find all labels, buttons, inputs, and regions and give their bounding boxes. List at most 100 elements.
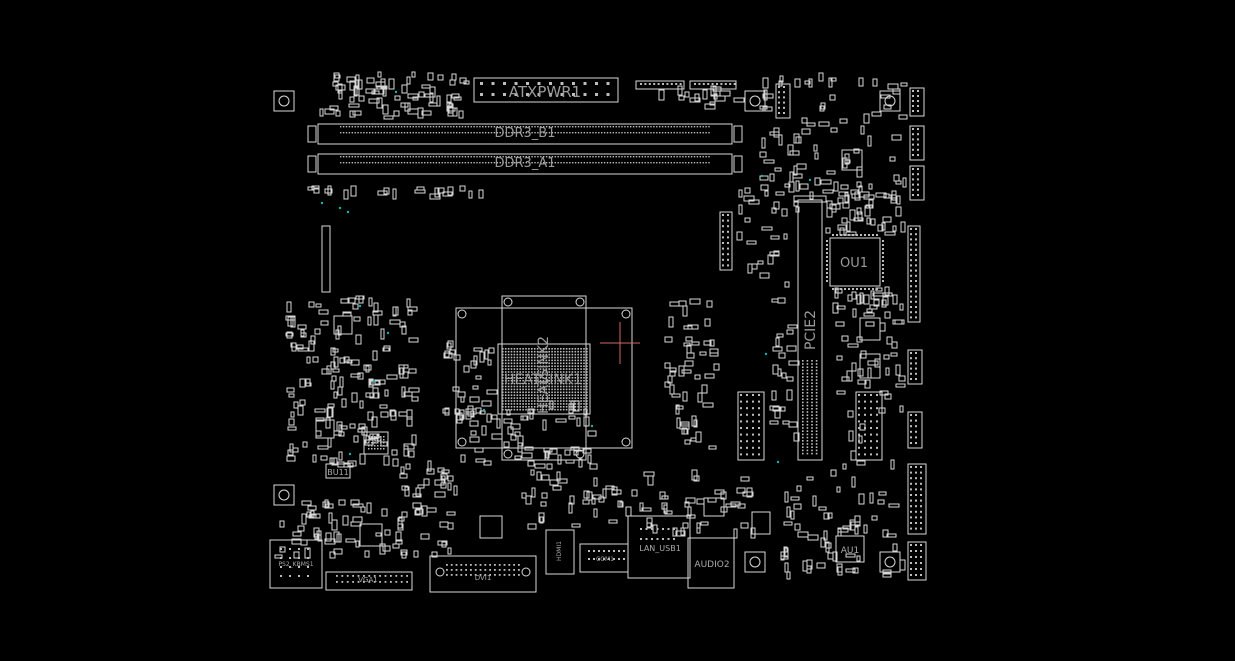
dimm-pin [528, 156, 530, 158]
bga-ball [519, 403, 521, 405]
connector-pin [623, 550, 625, 552]
atx-pin [583, 82, 587, 85]
header-pin [915, 238, 917, 241]
dimm-pin [502, 156, 504, 158]
smd-component [795, 206, 800, 213]
smd-component [689, 298, 701, 305]
connector-pin [618, 558, 620, 560]
chip-pin [758, 433, 760, 436]
header-pin [920, 544, 922, 546]
header-pin [657, 83, 660, 85]
bga-ball [557, 382, 559, 385]
chip-pin [864, 440, 866, 443]
vga-label: VGA1 [358, 576, 377, 584]
bga-ball [542, 365, 545, 367]
dimm-pin [453, 126, 455, 128]
bga-ball [380, 442, 382, 444]
bga-ball [551, 382, 553, 385]
dimm-pin [351, 156, 353, 158]
dimm-pin [540, 156, 542, 158]
chip-pin [882, 272, 884, 274]
bga-ball [513, 368, 516, 370]
dimm-pin [635, 162, 638, 164]
smd-component [496, 418, 501, 429]
smd-component [592, 494, 602, 500]
smd-component [411, 396, 419, 402]
dimm-pin [380, 126, 382, 128]
smd-component [769, 131, 780, 136]
bga-ball [533, 408, 536, 411]
smd-component [837, 566, 843, 576]
bga-ball [583, 388, 585, 391]
dimm-pin [366, 132, 368, 134]
bga-ball [586, 374, 588, 376]
chip-pin [844, 234, 846, 236]
bga-ball [504, 374, 507, 376]
connector-pin [373, 581, 376, 583]
smd-component [486, 413, 492, 423]
bga-ball [507, 377, 510, 379]
bga-ball [525, 371, 527, 373]
smd-component [418, 91, 425, 98]
bga-ball [565, 408, 568, 411]
connector-pin [608, 550, 610, 552]
smd-component [314, 328, 321, 335]
bga-ball [516, 408, 519, 411]
bga-ball [542, 350, 545, 353]
connector-pin [613, 550, 615, 552]
bga-ball [528, 362, 530, 365]
dimm-pin [395, 126, 397, 128]
bga-ball [560, 374, 562, 376]
bga-ball [542, 382, 545, 385]
chip-pin [858, 446, 860, 449]
smd-component [470, 410, 475, 418]
smd-component [427, 460, 432, 472]
bga-ball [519, 406, 521, 408]
bga-ball [519, 377, 521, 379]
bga-ball [577, 356, 579, 359]
header-pin [915, 488, 917, 491]
bga-ball [542, 362, 545, 365]
smd-component [401, 84, 408, 94]
right-header [907, 225, 921, 323]
header-pin [917, 90, 919, 92]
dimm-latch [307, 155, 317, 173]
smd-component [541, 492, 548, 499]
pcie-pin [815, 366, 818, 368]
connector-pin [593, 558, 595, 560]
bga-ball [522, 365, 524, 367]
bga-ball [583, 368, 585, 370]
bga-ball [568, 350, 571, 353]
pcie-pin [806, 395, 809, 397]
bga-ball [504, 403, 507, 405]
smd-component [841, 335, 849, 342]
bga-ball [519, 379, 521, 382]
header-pin [910, 568, 912, 570]
smd-component [884, 286, 890, 296]
connector-pin [346, 575, 349, 577]
bga-ball [507, 371, 510, 373]
bga-ball [551, 362, 553, 365]
sio-chip [737, 391, 765, 461]
bga-ball [525, 397, 527, 399]
smd-component [777, 297, 786, 304]
bga-ball [562, 371, 565, 373]
smd-component [539, 516, 544, 524]
chip-pin [858, 420, 860, 423]
bga-ball [522, 374, 524, 376]
dimm-pin [696, 132, 699, 134]
smd-component [564, 449, 571, 456]
smd-component [669, 367, 677, 373]
dimm-pin [351, 126, 353, 128]
dimm-pin [656, 156, 658, 158]
smd-component [856, 336, 863, 343]
dimm-pin [601, 162, 603, 164]
dimm-pin [630, 162, 632, 164]
pcie-pin [806, 408, 809, 410]
dimm-pin [540, 132, 542, 134]
smd-component [771, 207, 777, 214]
header-pin [915, 378, 917, 380]
dimm-pin [363, 156, 365, 158]
smd-component [573, 447, 585, 452]
dimm-pin [612, 126, 614, 128]
